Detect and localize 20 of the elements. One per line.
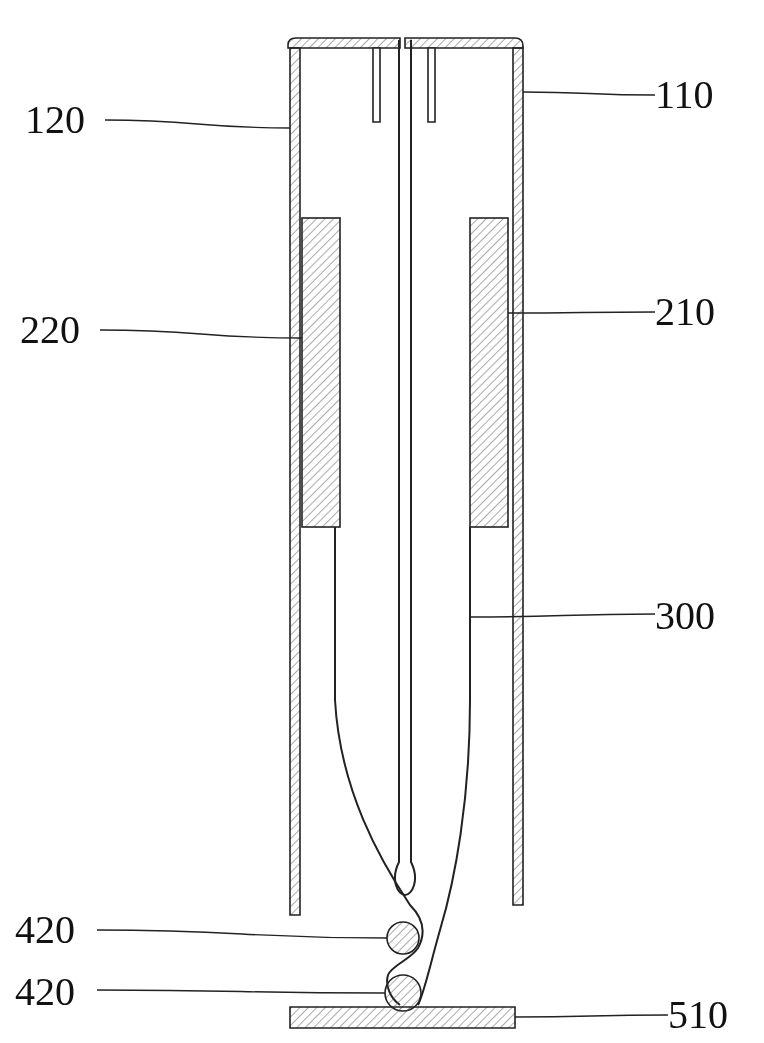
leader-line	[470, 613, 656, 618]
callout-number: 120	[25, 100, 85, 140]
callout-number: 420	[15, 910, 75, 950]
leader-line	[514, 1014, 669, 1018]
left-housing-wall	[287, 37, 401, 916]
callout-number: 420	[15, 972, 75, 1012]
callout-number: 510	[668, 995, 728, 1035]
callout-number: 110	[655, 75, 714, 115]
leader-line	[96, 989, 386, 994]
base-plate	[289, 1006, 516, 1029]
callout-number: 220	[20, 310, 80, 350]
callout-number: 210	[655, 292, 715, 332]
leader-line	[507, 311, 656, 314]
leader-line	[522, 91, 656, 96]
leader-line	[96, 929, 388, 939]
right-housing-wall	[404, 37, 524, 906]
leader-line	[104, 119, 291, 129]
film-strip	[334, 39, 471, 1006]
leader-line	[99, 329, 303, 339]
callout-number: 300	[655, 596, 715, 636]
